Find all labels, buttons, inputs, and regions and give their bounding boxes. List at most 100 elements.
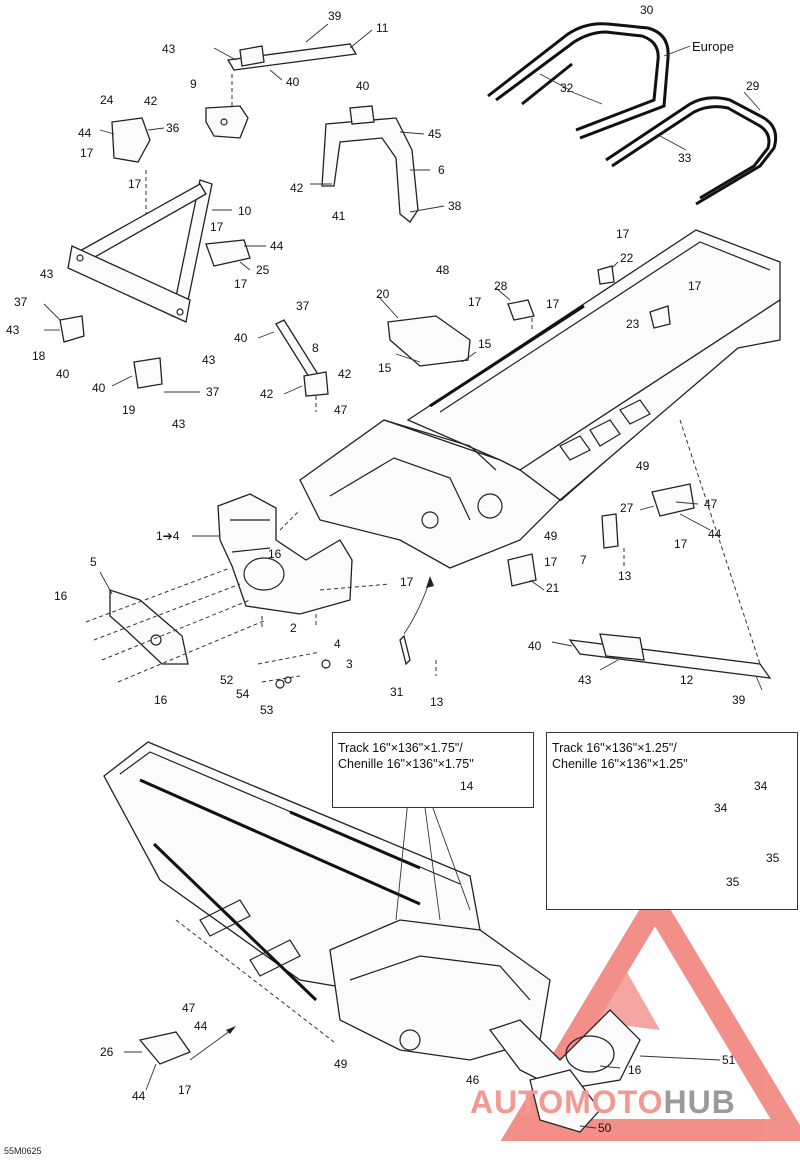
callout-14: 14 bbox=[460, 779, 474, 793]
callout-29: 29 bbox=[746, 79, 760, 93]
callout-49: 49 bbox=[544, 529, 558, 543]
front-a-frame-10 bbox=[67, 179, 232, 323]
callout-42: 42 bbox=[260, 387, 274, 401]
callout-16: 16 bbox=[154, 693, 168, 707]
callout-17: 17 bbox=[210, 220, 224, 234]
callout-41: 41 bbox=[332, 209, 346, 223]
watermark-part-hub: HUB bbox=[663, 1084, 736, 1120]
note-box-track-125 bbox=[546, 732, 798, 910]
callout-40: 40 bbox=[286, 75, 300, 89]
callout-17: 17 bbox=[128, 177, 142, 191]
callout-3: 3 bbox=[346, 657, 353, 671]
region-label-europe: Europe bbox=[692, 39, 734, 54]
callout-17: 17 bbox=[674, 537, 688, 551]
callout-17: 17 bbox=[616, 227, 630, 241]
callout-40: 40 bbox=[528, 639, 542, 653]
callout-37: 37 bbox=[206, 385, 220, 399]
callout-15: 15 bbox=[478, 337, 492, 351]
callout-43: 43 bbox=[162, 42, 176, 56]
callout-16: 16 bbox=[54, 589, 68, 603]
front-bolt-lines bbox=[85, 509, 391, 683]
front-suspension-lower bbox=[488, 1009, 721, 1133]
callout-23: 23 bbox=[626, 317, 640, 331]
callout-17: 17 bbox=[544, 555, 558, 569]
bracket-26 bbox=[124, 1026, 236, 1091]
callout-40: 40 bbox=[56, 367, 70, 381]
callout-17: 17 bbox=[688, 279, 702, 293]
callout-40: 40 bbox=[356, 79, 370, 93]
callout-49: 49 bbox=[334, 1057, 348, 1071]
note-box-track-175 bbox=[332, 732, 534, 808]
callout-17: 17 bbox=[468, 295, 482, 309]
callout-44: 44 bbox=[708, 527, 722, 541]
bracket-19 bbox=[111, 357, 200, 393]
bracket-27 bbox=[639, 483, 711, 531]
callout-2: 2 bbox=[290, 621, 297, 635]
callout-42: 42 bbox=[144, 94, 158, 108]
callout-17: 17 bbox=[80, 146, 94, 160]
callout-21: 21 bbox=[546, 581, 560, 595]
bracket-28 bbox=[495, 287, 535, 330]
callout-31: 31 bbox=[390, 685, 404, 699]
chassis-tunnel-lower bbox=[103, 741, 551, 1061]
watermark-part-moto: MOTO bbox=[564, 1084, 664, 1120]
bracket-18 bbox=[43, 303, 85, 343]
callout-43: 43 bbox=[172, 417, 186, 431]
callout-17: 17 bbox=[400, 575, 414, 589]
bracket-23 bbox=[649, 305, 671, 329]
rear-bumper-29 bbox=[605, 91, 778, 206]
callout-9: 9 bbox=[190, 77, 197, 91]
callout-54: 54 bbox=[236, 687, 250, 701]
callout-19: 19 bbox=[122, 403, 136, 417]
callout-34: 34 bbox=[754, 779, 768, 793]
callout-35: 35 bbox=[766, 851, 780, 865]
callout-10: 10 bbox=[238, 204, 252, 218]
diagram-code: 55M0625 bbox=[4, 1146, 42, 1156]
callout-22: 22 bbox=[620, 251, 634, 265]
callout-43: 43 bbox=[6, 323, 20, 337]
callout-15: 15 bbox=[378, 361, 392, 375]
callout-42: 42 bbox=[338, 367, 352, 381]
callout-33: 33 bbox=[678, 151, 692, 165]
plate-7 bbox=[601, 513, 625, 568]
callout-49: 49 bbox=[636, 459, 650, 473]
note-track-175-line2: Chenille 16"×136"×1.75" bbox=[338, 757, 474, 771]
callout-13: 13 bbox=[430, 695, 444, 709]
bracket-22 bbox=[597, 261, 619, 285]
callout-43: 43 bbox=[40, 267, 54, 281]
callout-46: 46 bbox=[466, 1073, 480, 1087]
callout-36: 36 bbox=[166, 121, 180, 135]
callout-42: 42 bbox=[290, 181, 304, 195]
rear-bumper-30 bbox=[487, 22, 691, 140]
callout-37: 37 bbox=[296, 299, 310, 313]
callout-30: 30 bbox=[640, 3, 654, 17]
callout-38: 38 bbox=[448, 199, 462, 213]
callout-18: 18 bbox=[32, 349, 46, 363]
callout-40: 40 bbox=[234, 331, 248, 345]
callout-12: 12 bbox=[680, 673, 694, 687]
callout-51: 51 bbox=[722, 1053, 736, 1067]
callout-24: 24 bbox=[100, 93, 114, 107]
callout-5: 5 bbox=[90, 555, 97, 569]
bracket-21 bbox=[507, 553, 545, 591]
watermark-automotohub: AUTOMOTOHUB bbox=[470, 1084, 736, 1121]
callout-44: 44 bbox=[78, 126, 92, 140]
callout-39: 39 bbox=[328, 9, 342, 23]
callout-48: 48 bbox=[436, 263, 450, 277]
callout-32: 32 bbox=[560, 81, 574, 95]
note-track-125-line1: Track 16"×136"×1.25"/ bbox=[552, 741, 677, 755]
callout-6: 6 bbox=[438, 163, 445, 177]
note-track-125-line2: Chenille 16"×136"×1.25" bbox=[552, 757, 688, 771]
hardware-52-54-53-3 bbox=[257, 651, 331, 689]
bracket-20 bbox=[377, 295, 477, 367]
bracket-24 bbox=[99, 117, 165, 214]
note-track-175-line1: Track 16"×136"×1.75"/ bbox=[338, 741, 463, 755]
watermark-part-auto: AUTO bbox=[470, 1084, 565, 1120]
leader-14 bbox=[395, 799, 409, 921]
bolt-31 bbox=[399, 576, 437, 676]
callout-40: 40 bbox=[92, 381, 106, 395]
callout-44: 44 bbox=[270, 239, 284, 253]
bracket-9 bbox=[205, 105, 249, 139]
callout-20: 20 bbox=[376, 287, 390, 301]
callout-1-to-4: 1➔4 bbox=[156, 529, 180, 543]
